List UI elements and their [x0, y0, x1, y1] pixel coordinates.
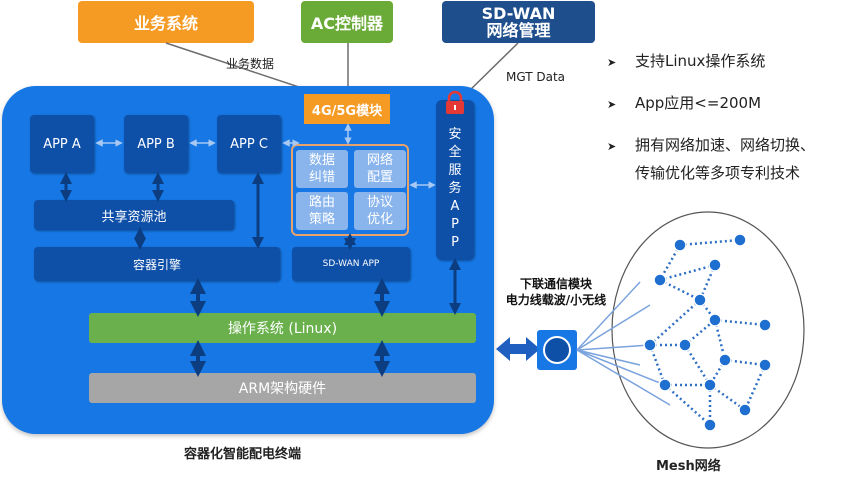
terminal-arrows	[60, 123, 461, 377]
sdwan-app-box: SD-WAN APP	[292, 247, 410, 281]
business-system-box: 业务系统	[78, 1, 254, 43]
function-protocol-optimization: 协议 优化	[354, 192, 406, 230]
feature-list: ➤支持Linux操作系统 ➤App应用<=200M ➤拥有网络加速、网络切换、 …	[607, 50, 837, 190]
app-c-box: APP C	[217, 115, 281, 173]
mesh-node	[703, 418, 717, 432]
feature-item-continued: 传输优化等多项专利技术	[635, 164, 801, 182]
mesh-nodes	[643, 233, 772, 432]
feature-item: ➤App应用<=200M	[607, 94, 762, 112]
mesh-node	[693, 293, 707, 307]
bullet-arrow-icon: ➤	[607, 140, 617, 153]
security-service-app: 安 全 服 务 A P P	[436, 100, 474, 260]
bullet-arrow-icon: ➤	[607, 98, 617, 111]
arm-hardware-bar: ARM架构硬件	[89, 373, 476, 403]
mesh-boundary	[611, 211, 805, 449]
sdwan-title: SD-WAN	[481, 4, 556, 23]
mesh-node	[643, 338, 657, 352]
mesh-node	[758, 318, 772, 332]
business-data-link	[165, 42, 321, 95]
feature-item: ➤支持Linux操作系统	[607, 52, 766, 70]
ac-controller-box: AC控制器	[301, 1, 393, 43]
mesh-links	[648, 238, 767, 426]
app-b-box: APP B	[124, 115, 188, 173]
mgt-data-link	[465, 42, 519, 95]
function-network-config: 网络 配置	[354, 150, 406, 188]
downlink-label: 下联通信模块 电力线载波/小无线	[505, 277, 607, 307]
sdwan-subtitle: 网络管理	[486, 21, 551, 40]
fan-lines	[576, 281, 671, 406]
function-routing-policy: 路由 策略	[296, 192, 348, 230]
security-app-text: 安 全 服 务 A P P	[448, 127, 462, 250]
function-data-correction: 数据 纠错	[296, 150, 348, 188]
bullet-arrow-icon: ➤	[607, 56, 617, 69]
app-a-label: APP A	[43, 136, 81, 152]
downlink-connector	[496, 337, 540, 361]
lock-icon	[446, 90, 464, 114]
sdwan-management-box: SD-WAN 网络管理	[442, 1, 595, 43]
feature-item: ➤拥有网络加速、网络切换、	[607, 136, 816, 154]
module-4g5g: 4G/5G模块	[304, 94, 390, 124]
top-connectors	[165, 42, 519, 95]
module-circle-icon	[543, 336, 571, 364]
mesh-node	[673, 238, 687, 252]
mgt-data-label: MGT Data	[506, 70, 566, 84]
app-b-label: APP B	[137, 136, 175, 152]
mesh-caption: Mesh网络	[656, 459, 721, 474]
mesh-node	[678, 338, 692, 352]
business-system-label: 业务系统	[133, 14, 198, 33]
mesh-node	[708, 258, 722, 272]
app-a-box: APP A	[30, 115, 94, 173]
container-engine: 容器引擎	[34, 247, 280, 281]
os-linux-bar: 操作系统 (Linux)	[89, 313, 476, 343]
ac-controller-label: AC控制器	[310, 14, 384, 33]
mesh-node	[738, 403, 752, 417]
terminal-caption: 容器化智能配电终端	[184, 447, 302, 462]
mesh-node	[658, 378, 672, 392]
mesh-node	[758, 358, 772, 372]
double-arrow-icon	[496, 337, 540, 361]
downlink-module-node	[537, 330, 577, 370]
mesh-node	[703, 378, 717, 392]
shared-resource-pool: 共享资源池	[34, 200, 234, 230]
mesh-node	[653, 273, 667, 287]
business-data-label: 业务数据	[226, 57, 275, 71]
mesh-node	[718, 353, 732, 367]
mesh-node	[733, 233, 747, 247]
app-c-label: APP C	[230, 136, 268, 152]
mesh-node	[708, 313, 722, 327]
